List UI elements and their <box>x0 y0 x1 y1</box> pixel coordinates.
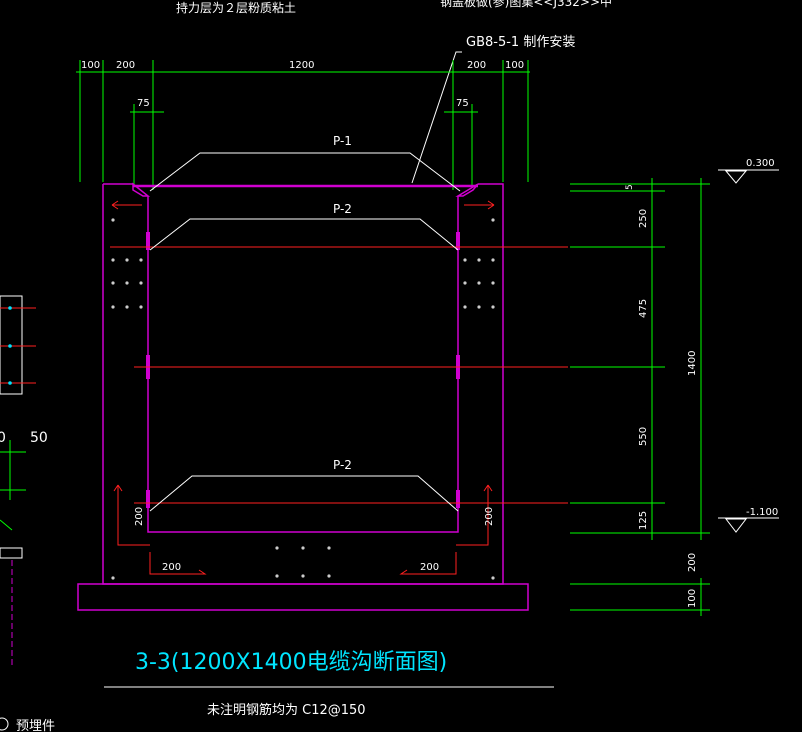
label-p2-top: P-2 <box>333 202 352 216</box>
rebar-dot <box>139 258 143 262</box>
dim-right-total-1400: 1400 <box>687 351 698 376</box>
left-fragment-detail <box>0 295 36 731</box>
dim-top-right-100: 100 <box>505 60 524 71</box>
elevation-top: 0.300 <box>746 158 775 169</box>
rebar-dot <box>491 258 495 262</box>
rebar-dot <box>477 258 481 262</box>
dim-right-200: 200 <box>687 553 698 572</box>
rebar-dot <box>463 281 467 285</box>
rebar-dot <box>125 258 129 262</box>
dim-right-wall-200: 200 <box>484 507 495 526</box>
rebar-dot <box>327 574 331 578</box>
rebar-dot <box>125 281 129 285</box>
rebar-dot <box>111 258 115 262</box>
dim-top-right-75: 75 <box>456 98 469 109</box>
rebar-dot <box>491 305 495 309</box>
dim-right-5: 5 <box>625 184 635 190</box>
dim-top-left-75: 75 <box>137 98 150 109</box>
note-standard: GB8-5-1 制作安装 <box>466 35 575 50</box>
rebar-dot <box>139 305 143 309</box>
note-bearing-layer: 持力层为２层粉质粘土 <box>176 0 296 15</box>
dim-right-250: 250 <box>638 209 649 228</box>
trench-walls <box>77 182 529 611</box>
fragment-dim-0: 0 <box>0 430 6 446</box>
label-p2-bottom: P-2 <box>333 458 352 472</box>
dim-base-right-200: 200 <box>420 562 439 573</box>
rebar-dot <box>301 546 305 550</box>
rebar-dot <box>477 305 481 309</box>
rebar-note: 未注明钢筋均为 C12@150 <box>207 702 366 718</box>
dim-top-left-100: 100 <box>81 60 100 71</box>
dim-top-right-200: 200 <box>467 60 486 71</box>
rebar-dots <box>111 218 495 580</box>
rebar-dot <box>463 258 467 262</box>
rebar-dot <box>111 281 115 285</box>
rebar-dot <box>111 576 115 580</box>
cover-leader-line <box>411 51 462 184</box>
dim-top-span-1200: 1200 <box>289 60 314 71</box>
wall-embed-plates <box>146 232 460 508</box>
rebar-dot <box>491 576 495 580</box>
fragment-embedded-label: 预埋件 <box>16 719 55 732</box>
right-dimension-chain <box>570 178 710 616</box>
rebar-dot <box>491 218 495 222</box>
rebar-dot <box>275 546 279 550</box>
cover-slabs <box>149 152 461 512</box>
elevation-markers <box>718 169 779 533</box>
rebar-dot <box>301 574 305 578</box>
rebar-dot <box>111 218 115 222</box>
dim-right-125: 125 <box>638 511 649 530</box>
elevation-bottom: -1.100 <box>746 507 778 518</box>
dim-base-left-200: 200 <box>162 562 181 573</box>
dim-right-550: 550 <box>638 427 649 446</box>
rebar-dot <box>111 305 115 309</box>
rebar-dot <box>139 281 143 285</box>
rebar-dot <box>477 281 481 285</box>
drawing-title: 3-3(1200X1400电缆沟断面图) <box>135 650 447 675</box>
rebar-lines <box>110 200 568 575</box>
rebar-dot <box>327 546 331 550</box>
rebar-dot <box>491 281 495 285</box>
rebar-dot <box>275 574 279 578</box>
dim-right-100: 100 <box>687 589 698 608</box>
fragment-dim-50: 50 <box>30 430 48 446</box>
dim-right-475: 475 <box>638 299 649 318</box>
dim-top-left-200: 200 <box>116 60 135 71</box>
dim-left-wall-200: 200 <box>134 507 145 526</box>
rebar-dot <box>125 305 129 309</box>
rebar-dot <box>463 305 467 309</box>
note-steel-cover: 钢盖板做(参)图集<<J332>>中 <box>440 0 612 9</box>
label-p1: P-1 <box>333 134 352 148</box>
top-dimension-chain <box>76 60 530 190</box>
